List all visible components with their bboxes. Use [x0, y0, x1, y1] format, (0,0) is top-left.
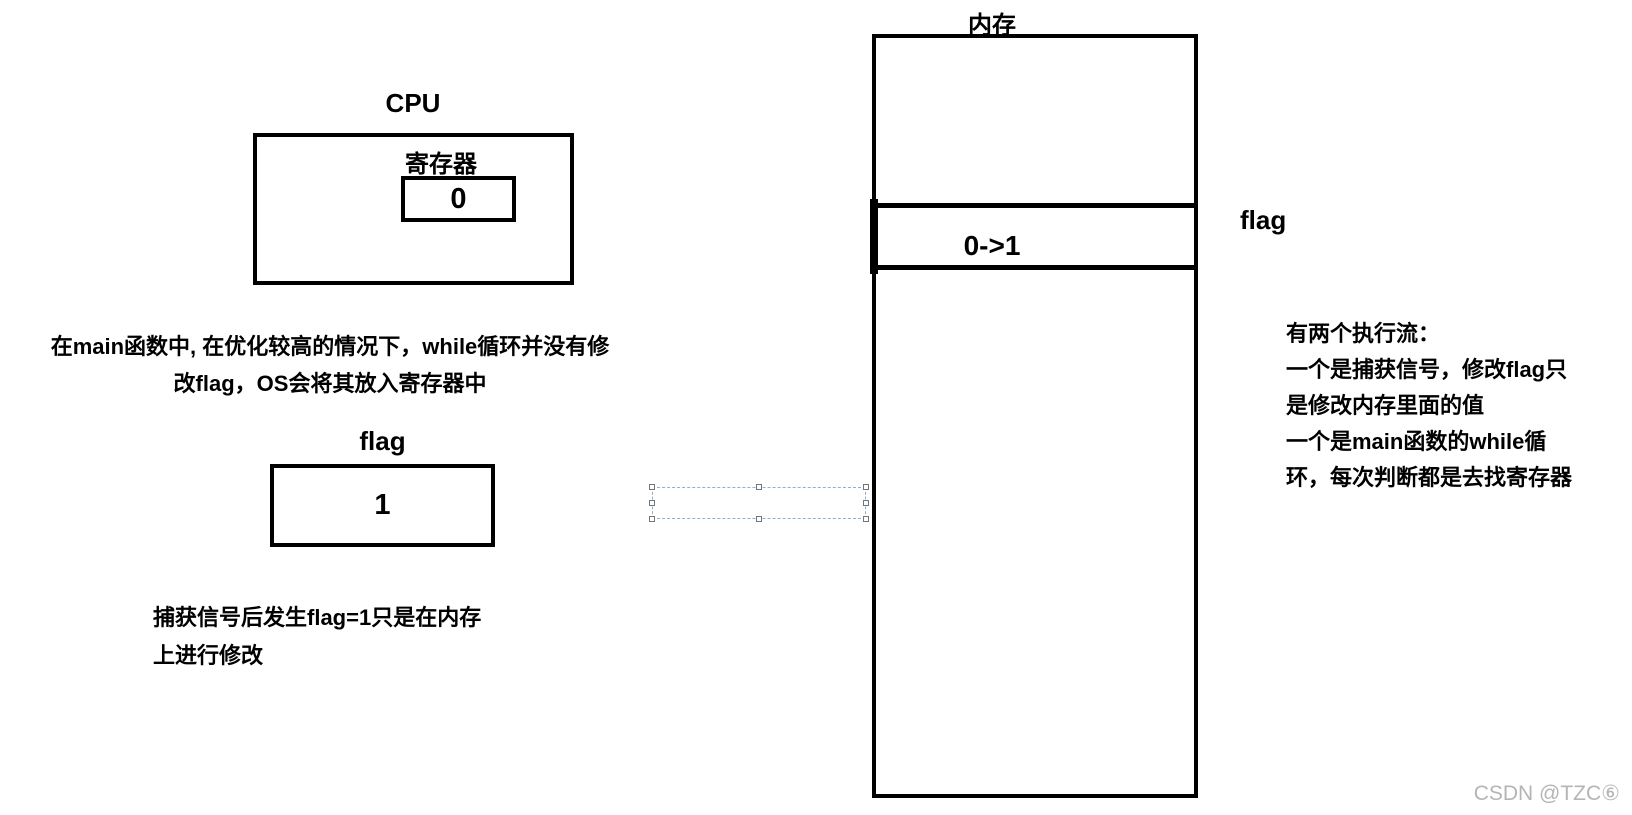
memory-cell-top-divider	[876, 203, 1194, 208]
selection-box[interactable]	[649, 484, 869, 522]
main-note: 在main函数中, 在优化较高的情况下，while循环并没有修 改flag，OS…	[24, 328, 636, 402]
selection-handle-bottom-left[interactable]	[649, 516, 655, 522]
memory-flag-label: flag	[1240, 205, 1287, 235]
cpu-title: CPU	[385, 88, 441, 118]
main-note-line: 在main函数中, 在优化较高的情况下，while循环并没有修	[50, 334, 610, 359]
csdn-watermark: CSDN @TZC⑥	[1473, 782, 1620, 805]
exec-note-line: 一个是捕获信号，修改flag只	[1286, 357, 1568, 382]
register-box[interactable]: 0	[401, 176, 516, 222]
memory-box[interactable]	[872, 34, 1198, 798]
selection-handle-bottom-middle[interactable]	[756, 516, 762, 522]
exec-note-line: 有两个执行流：	[1286, 321, 1441, 346]
memory-cell-left-edge	[870, 199, 878, 274]
register-value: 0	[450, 182, 467, 215]
main-note-line: 改flag，OS会将其放入寄存器中	[173, 371, 487, 396]
flag-box[interactable]: 1	[270, 464, 495, 547]
selection-handle-middle-left[interactable]	[649, 500, 655, 506]
capture-note: 捕获信号后发生flag=1只是在内存 上进行修改	[153, 599, 481, 675]
memory-cell-bottom-divider	[876, 265, 1194, 270]
register-label: 寄存器	[405, 151, 477, 178]
selection-handle-middle-right[interactable]	[863, 500, 869, 506]
selection-handle-top-left[interactable]	[649, 484, 655, 490]
exec-note: 有两个执行流： 一个是捕获信号，修改flag只 是修改内存里面的值 一个是mai…	[1286, 316, 1572, 496]
exec-note-line: 是修改内存里面的值	[1286, 393, 1485, 418]
capture-note-line: 上进行修改	[153, 643, 264, 668]
selection-handle-bottom-right[interactable]	[863, 516, 869, 522]
exec-note-line: 环，每次判断都是去找寄存器	[1286, 465, 1573, 490]
memory-cell-value: 0->1	[963, 230, 1021, 261]
exec-note-line: 一个是main函数的while循	[1286, 429, 1547, 454]
selection-handle-top-middle[interactable]	[756, 484, 762, 490]
capture-note-line: 捕获信号后发生flag=1只是在内存	[153, 605, 482, 630]
selection-handle-top-right[interactable]	[863, 484, 869, 490]
flag-value: 1	[374, 489, 391, 521]
flag-label: flag	[359, 426, 406, 456]
